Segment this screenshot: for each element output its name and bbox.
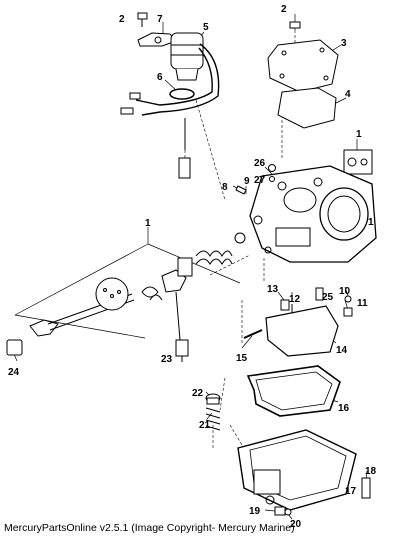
part-23-needle [175,339,189,362]
callout-25: 25 [322,292,334,303]
callout-4: 4 [345,89,351,100]
part-1-detail-box [343,149,373,175]
part-4-gasket [277,87,337,129]
callout-7: 7 [157,14,163,25]
callout-21: 21 [199,420,211,431]
part-3-cover [267,39,339,93]
part-6-o-ring [169,88,195,100]
callout-12: 12 [289,294,301,305]
part-24-sleeve [6,339,23,356]
callout-15: 15 [236,353,248,364]
callout-2-left: 2 [119,14,125,25]
parts-12-13-25-10-11 [280,287,353,317]
part-19-20-drain [274,506,292,516]
part-14-float [265,305,339,357]
callout-labels: 1 1 1 2 2 3 4 5 6 7 8 9 10 11 12 13 14 1… [8,4,377,530]
callout-19: 19 [249,506,261,517]
part-2-screw-top-right [289,21,301,29]
callout-26: 26 [254,158,266,169]
solenoid-plunger [178,118,191,179]
callout-2-right: 2 [281,4,287,15]
callout-22: 22 [192,388,204,399]
callout-11: 11 [357,298,368,309]
part-16-gasket [246,365,341,417]
callout-13: 13 [267,284,279,295]
part-8-9-screws [235,185,247,195]
callout-1-linkage: 1 [145,218,151,229]
part-18-screw [361,477,371,499]
part-5-solenoid [135,32,220,116]
cover-holes [279,47,329,81]
wire-terminals [120,92,141,115]
callout-8: 8 [222,182,228,193]
part-17-float-bowl [237,429,357,511]
callout-23: 23 [161,354,173,365]
carburetor-body [249,165,377,263]
callout-1-body: 1 [368,217,374,228]
callout-18: 18 [365,466,377,477]
callout-14: 14 [336,345,348,356]
callout-6: 6 [157,72,163,83]
part-2-screw-top-left [137,12,148,27]
image-copyright-footer: MercuryPartsOnline v2.5.1 (Image Copyrig… [4,522,295,534]
callout-20: 20 [290,519,302,530]
callout-10: 10 [339,286,351,297]
callout-1-top: 1 [356,129,362,140]
callout-24: 24 [8,367,20,378]
throttle-linkage [29,232,246,341]
callout-3: 3 [341,38,347,49]
callout-16: 16 [338,403,350,414]
part-7-bracket [137,32,177,47]
part-15-pin [243,329,263,339]
parts-21-22 [205,393,221,431]
callout-9: 9 [244,176,250,187]
callout-27: 27 [254,175,266,186]
callout-5: 5 [203,22,209,33]
callout-17: 17 [345,486,357,497]
part-26-27-fittings [268,164,276,182]
